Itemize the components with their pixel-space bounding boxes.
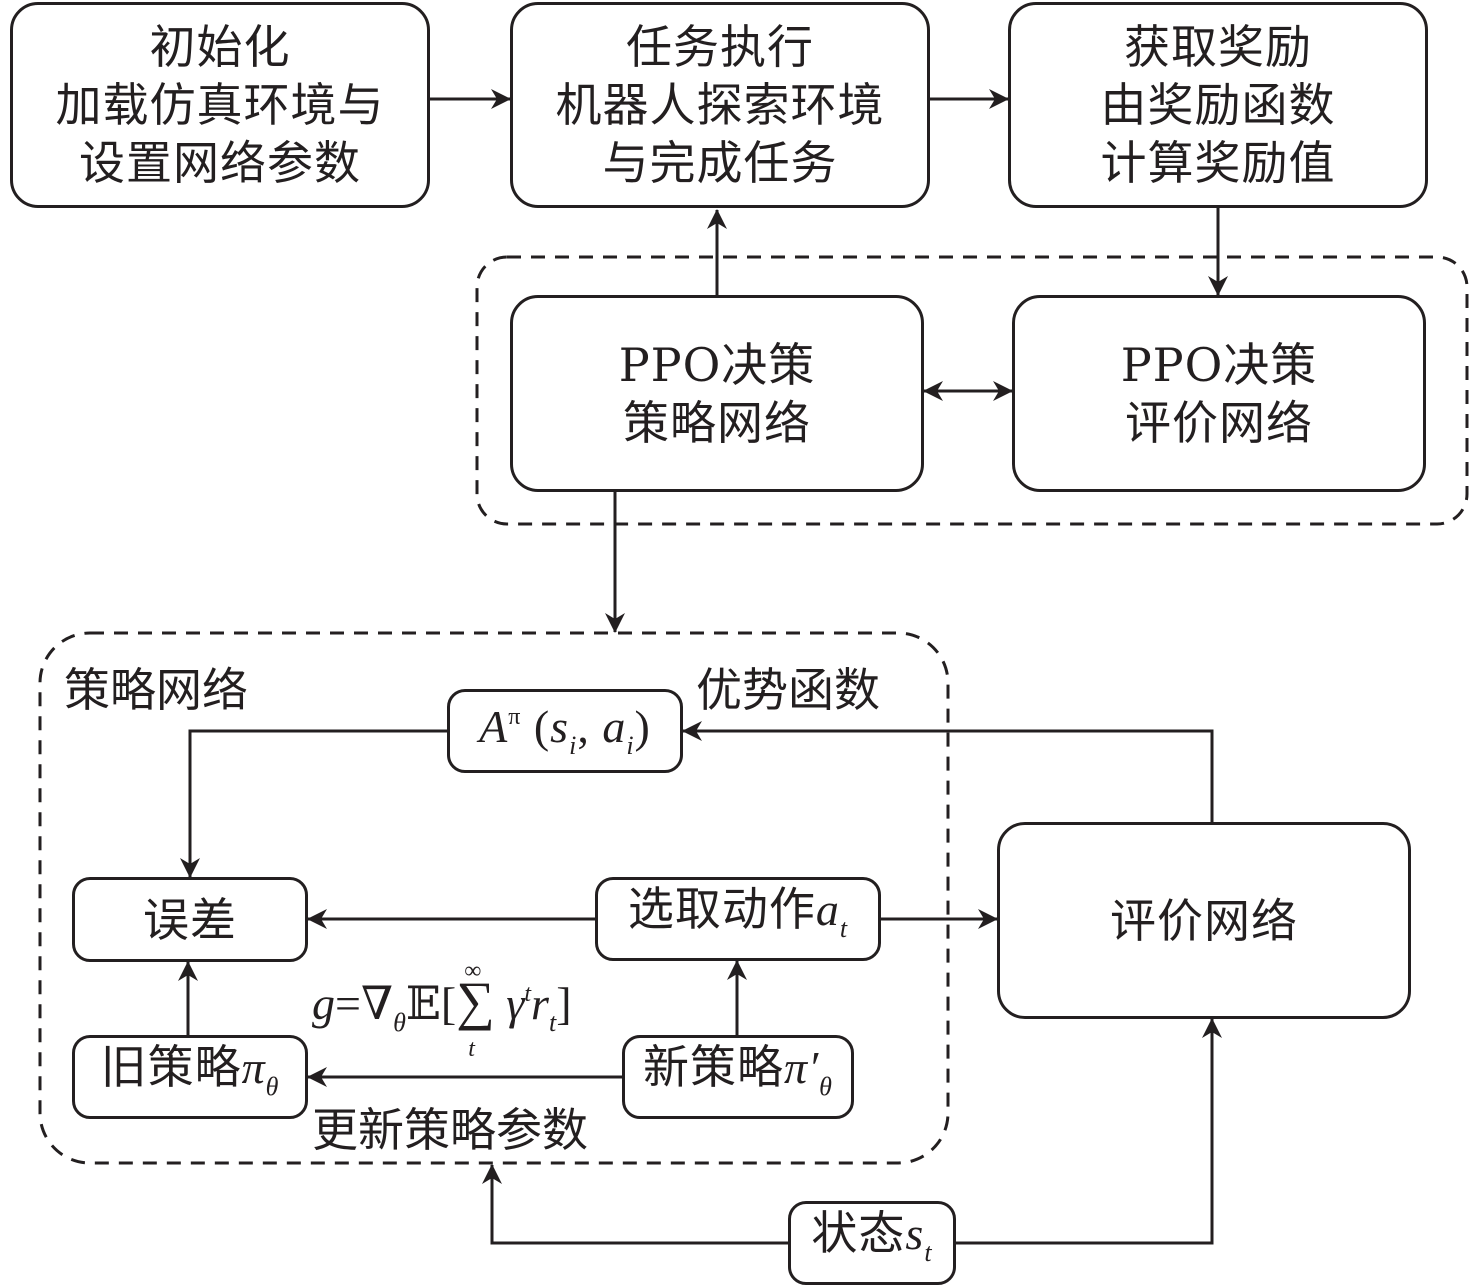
- critic-network-label: 评价网络: [1110, 893, 1298, 948]
- gradient-r: r: [531, 978, 549, 1029]
- old-policy-text: 旧策略: [100, 1040, 242, 1094]
- policy-group-border: [38, 631, 950, 1165]
- advantage-s: s: [550, 700, 570, 752]
- select-action-t: t: [839, 914, 849, 943]
- select-action-box: 选取动作at: [595, 877, 881, 961]
- gradient-t-sup: t: [524, 981, 532, 1007]
- new-policy-theta: θ: [819, 1072, 833, 1101]
- gradient-sum-lower: t: [468, 1036, 475, 1062]
- execute-line-1: 任务执行: [626, 20, 814, 74]
- ppo-group-border: [475, 255, 1469, 526]
- old-policy-theta: θ: [265, 1072, 280, 1101]
- ppo-policy-network-box: PPO决策 策略网络: [510, 295, 924, 492]
- advantage-comma: ,: [577, 700, 603, 752]
- gradient-sum-group: ∑∞ t: [456, 958, 495, 1062]
- ppo-critic-line-1: PPO决策: [1120, 337, 1318, 392]
- new-policy-text: 新策略: [643, 1040, 785, 1094]
- gradient-nabla: =∇: [335, 978, 394, 1029]
- advantage-formula: Aπ (si, ai): [479, 688, 651, 775]
- gradient-gamma: γ: [494, 978, 525, 1029]
- old-policy-box: 旧策略πθ: [72, 1035, 308, 1119]
- arrow-state-to-policy-group: [482, 1164, 788, 1245]
- gradient-theta: θ: [393, 1008, 406, 1037]
- gradient-sum: ∑: [456, 971, 495, 1031]
- execute-line-2: 机器人探索环境: [555, 78, 885, 132]
- arrow-critic-to-advantage: [682, 721, 1214, 822]
- old-policy-label: 旧策略πθ: [101, 1038, 280, 1116]
- old-policy-pi: π: [241, 1042, 266, 1093]
- execute-line-3: 与完成任务: [602, 136, 838, 190]
- advantage-a: a: [602, 700, 627, 752]
- ppo-policy-line-1: PPO决策: [618, 337, 816, 392]
- update-policy-params-label: 更新策略参数: [312, 1103, 588, 1157]
- policy-group-title: 策略网络: [64, 663, 248, 717]
- select-action-label: 选取动作at: [628, 880, 848, 958]
- gradient-close: ]: [556, 978, 572, 1029]
- gradient-g: g: [312, 978, 335, 1029]
- gradient-expectation: 𝔼[: [405, 978, 457, 1029]
- error-label: 误差: [143, 892, 237, 947]
- advantage-box: Aπ (si, ai): [447, 689, 683, 773]
- critic-network-box: 评价网络: [997, 822, 1411, 1019]
- gradient-t-sub: t: [548, 1008, 557, 1037]
- new-policy-box: 新策略π′θ: [622, 1035, 854, 1119]
- advantage-i1: i: [569, 730, 578, 760]
- advantage-pi: π: [508, 703, 522, 730]
- select-action-text: 选取动作: [627, 882, 816, 936]
- select-action-a: a: [815, 884, 840, 935]
- ppo-critic-network-box: PPO决策 评价网络: [1012, 295, 1426, 492]
- advantage-close: ): [634, 700, 651, 752]
- init-line-3: 设置网络参数: [79, 136, 361, 190]
- new-policy-pi: π′: [784, 1042, 820, 1093]
- advantage-A: A: [479, 700, 509, 752]
- advantage-open: (: [521, 700, 551, 752]
- init-line-2: 加载仿真环境与: [55, 78, 385, 132]
- init-box: 初始化 加载仿真环境与 设置网络参数: [10, 2, 430, 208]
- arrow-state-to-critic: [956, 1018, 1222, 1245]
- reward-line-1: 获取奖励: [1124, 20, 1312, 74]
- gradient-formula: g=∇θ𝔼[∑∞t γtrt]: [312, 958, 572, 1062]
- error-box: 误差: [72, 877, 308, 962]
- arrow-advantage-to-error: [180, 729, 447, 878]
- advantage-function-label: 优势函数: [696, 663, 880, 717]
- state-label: 状态st: [811, 1204, 932, 1282]
- ppo-policy-line-2: 策略网络: [623, 395, 811, 450]
- reward-box: 获取奖励 由奖励函数 计算奖励值: [1008, 2, 1428, 208]
- state-s: s: [905, 1208, 925, 1259]
- advantage-i2: i: [626, 730, 635, 760]
- ppo-critic-line-2: 评价网络: [1125, 395, 1313, 450]
- execute-box: 任务执行 机器人探索环境 与完成任务: [510, 2, 930, 208]
- init-line-1: 初始化: [149, 20, 291, 74]
- state-t: t: [924, 1238, 933, 1267]
- reward-line-3: 计算奖励值: [1100, 136, 1336, 190]
- reward-line-2: 由奖励函数: [1100, 78, 1336, 132]
- state-box: 状态st: [788, 1201, 956, 1285]
- state-text: 状态: [811, 1206, 906, 1260]
- new-policy-label: 新策略π′θ: [643, 1038, 833, 1116]
- gradient-sum-upper: ∞: [464, 958, 482, 984]
